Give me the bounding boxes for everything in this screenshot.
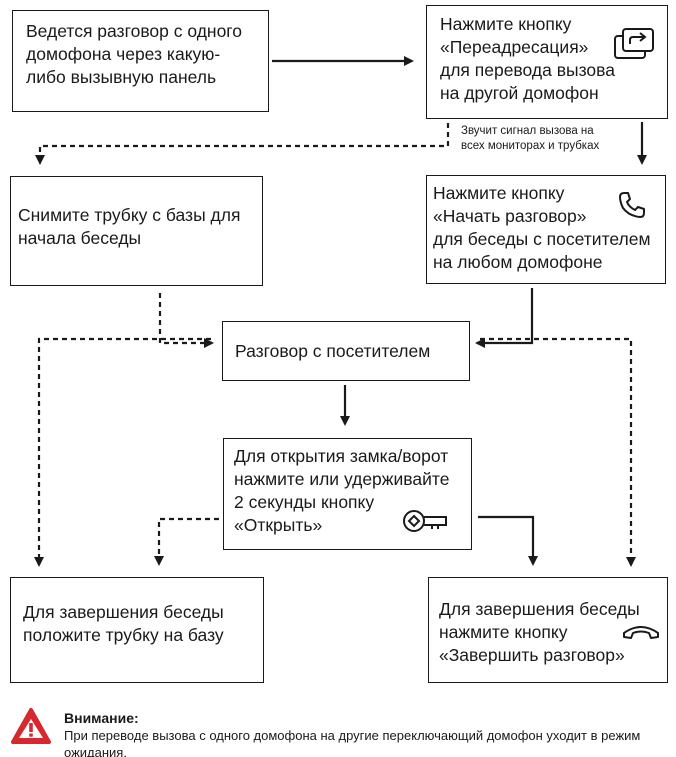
step-redirect-box: Нажмите кнопку «Переадресация» для перев… bbox=[426, 5, 668, 119]
hang-up-icon bbox=[623, 626, 659, 639]
arrow-talk-to-end-handset bbox=[34, 337, 211, 567]
step-end-handset-box: Для завершения беседы положите трубку на… bbox=[10, 577, 264, 683]
step-talk-text: Разговор с посетителем bbox=[235, 341, 431, 361]
arrow-talk-to-end-button bbox=[480, 337, 636, 567]
arrow-unlock-to-end-button bbox=[478, 515, 538, 566]
warning-triangle-icon bbox=[11, 708, 51, 744]
step-redirect-text: Нажмите кнопку «Переадресация» для перев… bbox=[440, 14, 615, 103]
step-unlock-box: Для открытия замка/ворот нажмите или уде… bbox=[223, 438, 472, 550]
step-pickup-text: Снимите трубку с базы для начала беседы bbox=[18, 205, 241, 248]
step-talk-box: Разговор с посетителем bbox=[222, 321, 470, 381]
step-unlock-text: Для открытия замка/ворот нажмите или уде… bbox=[234, 446, 450, 535]
arrow-unlock-to-end-handset bbox=[154, 517, 219, 566]
warning-text: При переводе вызова с одного домофона на… bbox=[64, 728, 641, 757]
arrow-redirect-to-pickup bbox=[35, 123, 450, 165]
arrow-answer-to-talk bbox=[475, 288, 534, 348]
arrow-pickup-to-talk bbox=[158, 293, 214, 348]
step-end-button-box: Для завершения беседы нажмите кнопку «За… bbox=[428, 577, 668, 683]
step-start-box: Ведется разговор с одного домофона через… bbox=[12, 10, 269, 112]
step-answer-box: Нажмите кнопку «Начать разговор» для бес… bbox=[426, 175, 666, 284]
warning-title: Внимание: bbox=[64, 710, 139, 726]
step-end-handset-text: Для завершения беседы положите трубку на… bbox=[23, 602, 224, 645]
step-answer-text: Нажмите кнопку «Начать разговор» для бес… bbox=[433, 183, 651, 272]
redirect-icon bbox=[614, 28, 654, 59]
step-start-text: Ведется разговор с одного домофона через… bbox=[26, 21, 243, 87]
step-pickup-box: Снимите трубку с базы для начала беседы bbox=[10, 176, 263, 286]
phone-answer-icon bbox=[619, 192, 645, 218]
step-end-button-text: Для завершения беседы нажмите кнопку «За… bbox=[439, 599, 640, 665]
key-icon bbox=[403, 510, 447, 532]
ring-note: Звучит сигнал вызова на всех мониторах и… bbox=[461, 125, 600, 152]
